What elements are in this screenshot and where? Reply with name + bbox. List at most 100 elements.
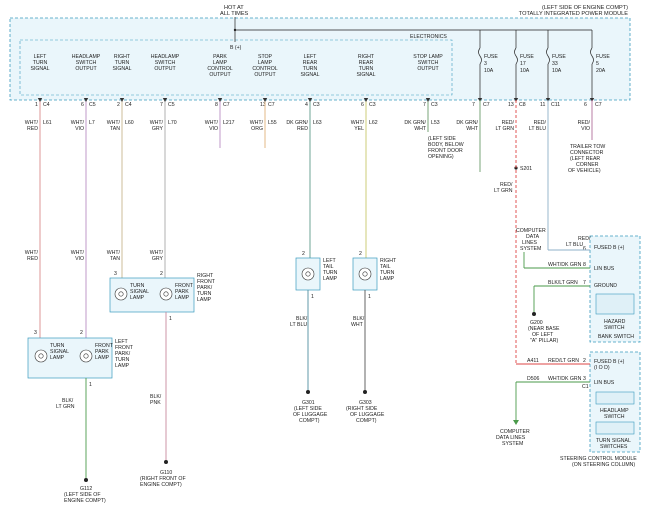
output-label: OUTPUT [209, 72, 231, 78]
scm-lin-arrow [513, 420, 519, 425]
wire-color-lower: WHT/ [107, 250, 121, 256]
output-connector: C7 [268, 102, 275, 108]
bank-ground-color: BLK/LT GRN [548, 280, 578, 286]
fuse-wire-color: RED/ [534, 120, 547, 126]
right-front-park-lamp [159, 287, 173, 301]
circuit-code: L60 [125, 120, 134, 126]
wire-color-2: GRY [152, 126, 164, 132]
wire-color: WHT/ [107, 120, 121, 126]
lf-gl2: ENGINE COMPT) [64, 498, 106, 504]
output-label: HEADLAMP [72, 54, 101, 60]
pin-marker [119, 98, 125, 102]
wire-color-2: ORG [251, 126, 263, 132]
scm-cdl3: SYSTEM [502, 441, 523, 447]
fuse-label: 33 [552, 61, 558, 67]
rf-pin3: 3 [114, 271, 117, 277]
scm-cdl2: DATA LINES [496, 435, 526, 441]
output-label: OUTPUT [417, 66, 439, 72]
output-label: OUTPUT [75, 66, 97, 72]
scm-name1: STEERING CONTROL MODULE [560, 456, 637, 462]
output-label: HEADLAMP [151, 54, 180, 60]
circuit-code: L53 [431, 120, 440, 126]
output-label: LEFT [34, 54, 48, 60]
output-label: SWITCH [76, 60, 97, 66]
output-pin: 13 [260, 102, 266, 108]
pin-marker [217, 98, 223, 102]
wire-color: WHT/ [205, 120, 219, 126]
fuse-wire-color: RED/ [502, 120, 515, 126]
bank-cdl4: SYSTEM [520, 246, 541, 252]
scm-cdl1: COMPUTER [500, 429, 530, 435]
wire-color-2: RED [27, 126, 38, 132]
hot-line1: HOT AT [224, 5, 244, 11]
fuse-pin: 13 [508, 102, 514, 108]
pin-marker [162, 98, 168, 102]
lf-g-color2: LT GRN [56, 404, 75, 410]
bank-fused-color1: RED/ [578, 236, 591, 242]
output-connector: C5 [168, 102, 175, 108]
pin-marker [262, 98, 268, 102]
scm-a-color: RED/LT GRN [548, 358, 579, 364]
rl-gl1: (LEFT SIDE [294, 406, 322, 412]
fuse-symbol [514, 47, 518, 65]
fuse-label: 10A [520, 68, 530, 74]
rr-ground: G303 [359, 400, 372, 406]
rf-pin1: 1 [169, 316, 172, 322]
output-connector: C3 [313, 102, 320, 108]
output-label: SIGNAL [300, 72, 319, 78]
fuse-label: FUSE [552, 54, 566, 60]
rl-g-color1: BLK/ [296, 316, 308, 322]
bank-fused-color2: LT BLU [566, 242, 583, 248]
rf-park1: FRONT [175, 283, 194, 289]
lf-label5: LAMP [115, 363, 130, 369]
rf-turn2: SIGNAL [130, 289, 149, 295]
rf-g-color1: BLK/ [150, 394, 162, 400]
wire-color-2: WHT [414, 126, 427, 132]
fuse-pin: 6 [584, 102, 587, 108]
wire-color: DK GRN/ [404, 120, 426, 126]
scm-hl2: SWITCH [604, 414, 625, 420]
right-front-turn-lamp [114, 287, 128, 301]
rf-gl2: ENGINE COMPT) [140, 482, 182, 488]
rl-label2: TAIL [323, 264, 334, 270]
wire-color-2: TAN [110, 126, 120, 132]
output-connector: C7 [223, 102, 230, 108]
splice-label: S201 [520, 166, 532, 172]
scm-fused2: (I O D) [594, 365, 610, 371]
bank-ground-symbol [532, 312, 536, 316]
rf-label2: FRONT [197, 279, 216, 285]
output-connector: C5 [89, 102, 96, 108]
scm-d-color: WHT/DK GRN [548, 376, 582, 382]
output-label: SIGNAL [356, 72, 375, 78]
fuse-label: 10A [484, 68, 494, 74]
wire-color-2: VIO [209, 126, 218, 132]
wire-color-lower: WHT/ [150, 250, 164, 256]
pin-marker [425, 98, 431, 102]
output-label: RIGHT [114, 54, 131, 60]
output-pin: 8 [215, 102, 218, 108]
rf-g-color2: PNK [150, 400, 161, 406]
rr-pin2: 2 [359, 251, 362, 257]
lf-ground: G112 [80, 486, 92, 492]
output-pin: 7 [423, 102, 426, 108]
stop-dest-line4: OPENING) [428, 154, 454, 160]
output-label: STOP LAMP [413, 54, 443, 60]
rf-park3: LAMP [175, 295, 190, 301]
wire-color: WHT/ [71, 120, 85, 126]
output-connector: C4 [125, 102, 132, 108]
rr-g-color1: BLK/ [353, 316, 365, 322]
lf-label3: PARK/ [115, 351, 131, 357]
output-label: TURN [33, 60, 48, 66]
rf-label5: LAMP [197, 297, 212, 303]
rf-label3: PARK/ [197, 285, 213, 291]
fuse-label: 20A [596, 68, 606, 74]
wire-color-2: YEL [354, 126, 364, 132]
fuse-wire-color-2: WHT [466, 126, 479, 132]
fuse-label: 3 [484, 61, 487, 67]
scm-a-pin: 2 [583, 358, 586, 364]
scm-name2: (ON STEERING COLUMN) [572, 462, 635, 468]
output-label: REAR [303, 60, 318, 66]
turn-switch-block [595, 421, 635, 435]
